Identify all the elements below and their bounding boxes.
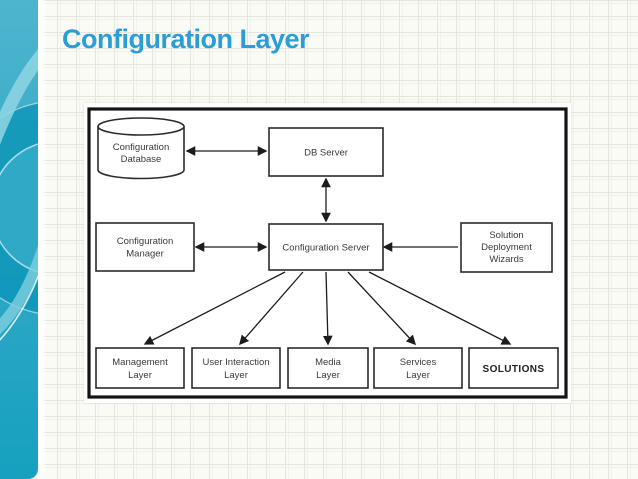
node-media-layer: Media Layer <box>287 347 369 389</box>
svg-text:Configuration Server: Configuration Server <box>282 243 369 254</box>
svg-text:Configuration: Configuration <box>117 236 174 247</box>
database-cylinder-top <box>97 117 185 136</box>
node-management-layer: Management Layer <box>95 347 185 389</box>
node-solution-deployment-wizards: Solution Deployment Wizards <box>460 222 553 273</box>
svg-text:Layer: Layer <box>128 370 152 381</box>
svg-text:Database: Database <box>121 154 162 165</box>
svg-text:Wizards: Wizards <box>489 254 524 265</box>
sidebar-swoosh-graphic <box>0 0 38 479</box>
node-user-interaction-layer: User Interaction Layer <box>191 347 281 389</box>
svg-text:Solution: Solution <box>489 230 523 241</box>
edge-configserver-userinteraction <box>239 271 304 346</box>
svg-text:Management: Management <box>112 357 168 368</box>
node-configuration-database: Configuration Database <box>97 117 185 180</box>
edge-configserver-solutions <box>368 271 512 345</box>
svg-text:Manager: Manager <box>126 249 164 260</box>
svg-text:Layer: Layer <box>224 370 248 381</box>
node-solutions: SOLUTIONS <box>468 347 559 389</box>
architecture-diagram: Configuration Database DB Server Configu… <box>87 107 568 399</box>
svg-text:Layer: Layer <box>316 370 340 381</box>
diagram-panel: Configuration Database DB Server Configu… <box>84 103 571 403</box>
svg-text:SOLUTIONS: SOLUTIONS <box>483 364 545 375</box>
edge-configserver-management <box>143 271 286 345</box>
node-db-server: DB Server <box>268 127 384 177</box>
svg-text:User Interaction: User Interaction <box>202 357 269 368</box>
page-title: Configuration Layer <box>62 24 310 54</box>
database-cylinder-body <box>97 126 185 180</box>
node-configuration-manager: Configuration Manager <box>95 222 195 272</box>
svg-text:Services: Services <box>400 357 437 368</box>
sidebar-gap <box>38 0 46 479</box>
svg-text:Deployment: Deployment <box>481 242 532 253</box>
svg-text:Configuration: Configuration <box>113 142 170 153</box>
sidebar-decoration <box>0 0 38 479</box>
svg-text:DB Server: DB Server <box>304 148 348 159</box>
node-configuration-server: Configuration Server <box>268 223 384 271</box>
node-services-layer: Services Layer <box>373 347 463 389</box>
svg-text:Layer: Layer <box>406 370 430 381</box>
edge-configserver-media <box>322 271 333 346</box>
edge-configserver-services <box>347 271 416 346</box>
svg-text:Media: Media <box>315 357 342 368</box>
